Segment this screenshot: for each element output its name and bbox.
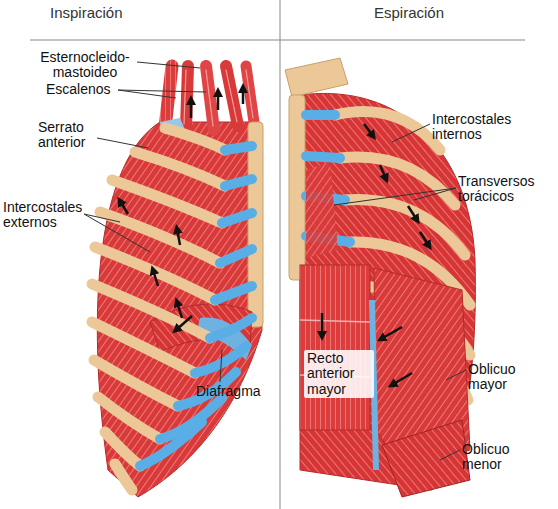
muscle-label: Intercostales externos xyxy=(3,200,87,231)
panel-heading: Inspiración xyxy=(50,5,170,22)
inspiration-ribcage xyxy=(92,66,263,497)
muscle-label: Oblicuo menor xyxy=(462,442,532,473)
panel-heading: Espiración xyxy=(374,5,494,22)
muscle-label: Serrato anterior xyxy=(38,120,100,151)
frame-lines xyxy=(30,0,525,509)
leader-lines xyxy=(84,62,466,460)
muscle-label: Diafragma xyxy=(196,384,276,399)
muscle-label: Escalenos xyxy=(46,82,126,97)
muscle-label: Oblicuo mayor xyxy=(468,362,538,393)
muscle-label: Transversos torácicos xyxy=(458,174,554,205)
muscle-label: Recto anterior mayor xyxy=(304,350,374,398)
muscle-label: Intercostales internos xyxy=(432,112,532,143)
muscle-label: Esternocleido-mastoideo xyxy=(33,50,137,81)
